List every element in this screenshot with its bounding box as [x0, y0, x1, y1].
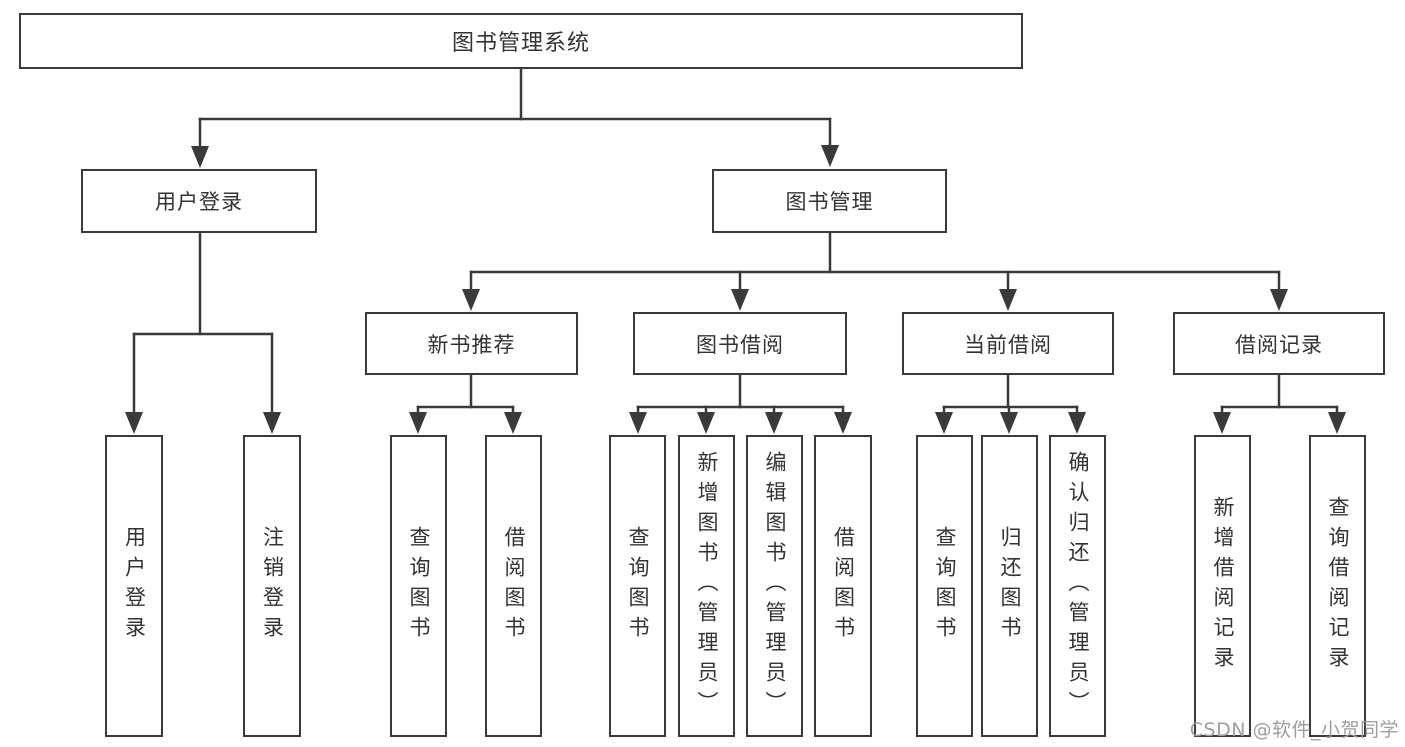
leaf-query-books-current: 查询图书	[916, 435, 973, 737]
leaf-query-borrow-record-label: 查询借阅记录	[1326, 496, 1351, 676]
leaf-borrow-books: 借阅图书	[814, 435, 872, 737]
node-new-book-recommend-label: 新书推荐	[427, 332, 516, 357]
node-current-borrow: 当前借阅	[902, 312, 1114, 375]
leaf-add-book-admin: 新增图书（管理员）	[678, 435, 735, 737]
leaf-add-borrow-record-label: 新增借阅记录	[1211, 496, 1236, 676]
leaf-query-books-recommend: 查询图书	[390, 435, 447, 737]
leaf-user-login-label: 用户登录	[122, 526, 147, 646]
node-book-management: 图书管理	[712, 169, 947, 233]
leaf-borrow-books-recommend-label: 借阅图书	[502, 526, 527, 646]
leaf-query-borrow-record: 查询借阅记录	[1309, 435, 1366, 737]
leaf-query-books-recommend-label: 查询图书	[407, 526, 432, 646]
leaf-query-books-borrow-label: 查询图书	[626, 526, 651, 646]
node-new-book-recommend: 新书推荐	[365, 312, 578, 375]
node-borrow-records-label: 借阅记录	[1235, 332, 1323, 357]
leaf-add-borrow-record: 新增借阅记录	[1194, 435, 1251, 737]
leaf-edit-book-admin-label: 编辑图书（管理员）	[763, 451, 788, 721]
watermark: CSDN @软件_小贺同学	[1189, 719, 1399, 741]
node-root: 图书管理系统	[19, 13, 1023, 69]
leaf-query-books-borrow: 查询图书	[609, 435, 666, 737]
node-book-borrow-label: 图书借阅	[696, 332, 784, 357]
node-book-management-label: 图书管理	[785, 190, 874, 214]
leaf-return-books: 归还图书	[981, 435, 1038, 737]
node-book-borrow: 图书借阅	[633, 312, 847, 375]
leaf-borrow-books-label: 借阅图书	[831, 526, 856, 646]
node-user-login: 用户登录	[81, 169, 317, 233]
node-borrow-records: 借阅记录	[1173, 312, 1385, 375]
leaf-logout: 注销登录	[243, 435, 301, 737]
leaf-return-books-label: 归还图书	[998, 526, 1023, 646]
leaf-user-login: 用户登录	[105, 435, 163, 737]
node-root-label: 图书管理系统	[451, 31, 590, 56]
leaf-edit-book-admin: 编辑图书（管理员）	[746, 435, 803, 737]
leaf-add-book-admin-label: 新增图书（管理员）	[695, 451, 720, 721]
leaf-confirm-return-admin-label: 确认归还（管理员）	[1066, 451, 1091, 721]
leaf-borrow-books-recommend: 借阅图书	[485, 435, 542, 737]
leaf-confirm-return-admin: 确认归还（管理员）	[1049, 435, 1106, 737]
node-current-borrow-label: 当前借阅	[964, 332, 1052, 357]
node-user-login-label: 用户登录	[155, 190, 243, 214]
leaf-logout-label: 注销登录	[260, 526, 285, 646]
leaf-query-books-current-label: 查询图书	[933, 526, 958, 646]
